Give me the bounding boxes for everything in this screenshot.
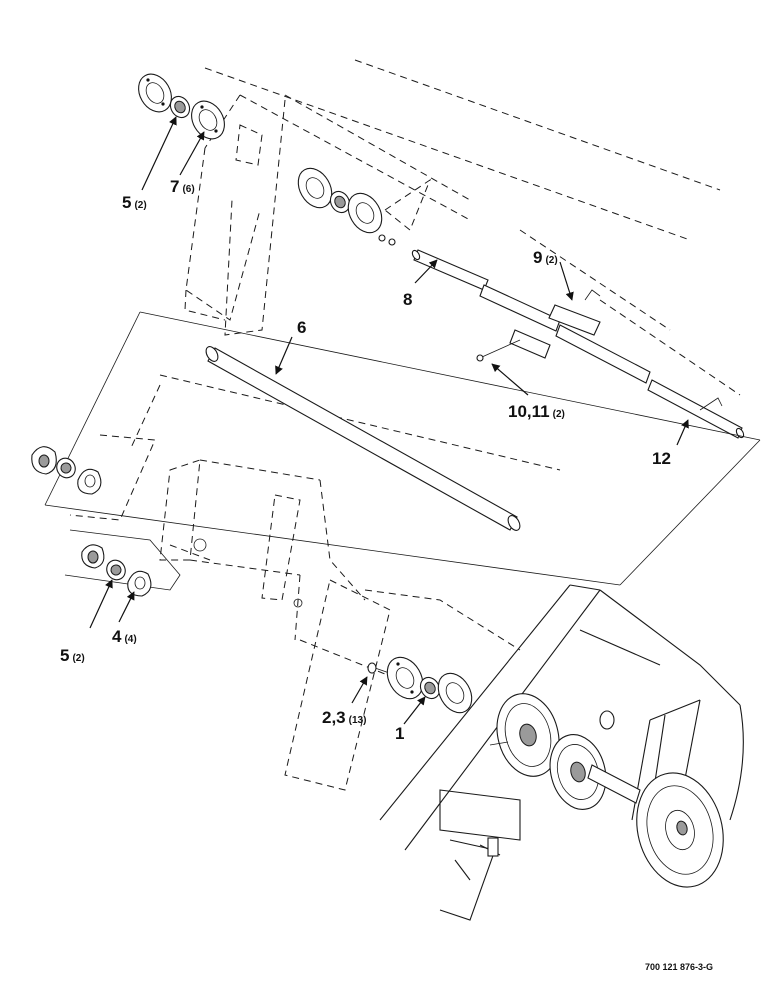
callout-number: 5 bbox=[122, 193, 131, 212]
callout-4: 4(4) bbox=[112, 627, 137, 646]
callout-5-top: 5(2) bbox=[122, 193, 147, 212]
wheel-middle bbox=[549, 710, 641, 810]
callout-number: 4 bbox=[112, 627, 122, 646]
callout-number: 2,3 bbox=[322, 708, 346, 727]
callout-quantity: (2) bbox=[545, 255, 557, 266]
callout-number: 10,11 bbox=[508, 402, 550, 421]
callout-12: 12 bbox=[652, 449, 671, 468]
svg-text:7(6): 7(6) bbox=[170, 177, 195, 196]
svg-text:2,3(13): 2,3(13) bbox=[322, 708, 366, 727]
callout-number: 5 bbox=[60, 646, 69, 665]
callout-quantity: (2) bbox=[553, 409, 565, 420]
svg-text:10,11(2): 10,11(2) bbox=[508, 402, 565, 421]
callout-number: 12 bbox=[652, 449, 671, 468]
bearing-set-top-left bbox=[138, 73, 225, 140]
callout-number: 6 bbox=[297, 318, 306, 337]
callout-quantity: (2) bbox=[134, 200, 146, 211]
reference-code: 700 121 876-3-G bbox=[645, 962, 713, 972]
leader-lines bbox=[89, 116, 689, 725]
callout-number: 9 bbox=[533, 248, 542, 267]
callout-6: 6 bbox=[297, 318, 306, 337]
bearing-set-lower-center bbox=[367, 656, 473, 714]
center-frame-outline bbox=[159, 459, 521, 791]
svg-text:4(4): 4(4) bbox=[112, 627, 137, 646]
bearing-set-upper-center bbox=[297, 167, 396, 246]
callout-number: 8 bbox=[403, 290, 412, 309]
wheel-left bbox=[489, 693, 560, 777]
callout-number: 7 bbox=[170, 177, 179, 196]
bearing-set-left-lower bbox=[64, 529, 181, 597]
svg-text:9(2): 9(2) bbox=[533, 248, 558, 267]
callout-1: 1 bbox=[395, 724, 404, 743]
main-shaft bbox=[205, 346, 521, 531]
lower-frame-outline bbox=[44, 311, 761, 586]
callout-7: 7(6) bbox=[170, 177, 195, 196]
split-shaft-assembly bbox=[411, 249, 745, 439]
callout-5-left: 5(2) bbox=[60, 646, 85, 665]
wheel-right bbox=[636, 772, 724, 888]
callout-quantity: (13) bbox=[349, 715, 367, 726]
svg-text:5(2): 5(2) bbox=[122, 193, 147, 212]
callout-9: 9(2) bbox=[533, 248, 558, 267]
callout-10-11: 10,11(2) bbox=[508, 402, 565, 421]
svg-text:5(2): 5(2) bbox=[60, 646, 85, 665]
bearing-set-left-upper bbox=[31, 434, 156, 521]
callout-quantity: (6) bbox=[182, 184, 194, 195]
callout-quantity: (4) bbox=[124, 634, 136, 645]
callout-2-3: 2,3(13) bbox=[322, 708, 366, 727]
callout-quantity: (2) bbox=[72, 653, 84, 664]
upper-frame-outline bbox=[184, 59, 741, 396]
callout-8: 8 bbox=[403, 290, 412, 309]
callout-number: 1 bbox=[395, 724, 404, 743]
